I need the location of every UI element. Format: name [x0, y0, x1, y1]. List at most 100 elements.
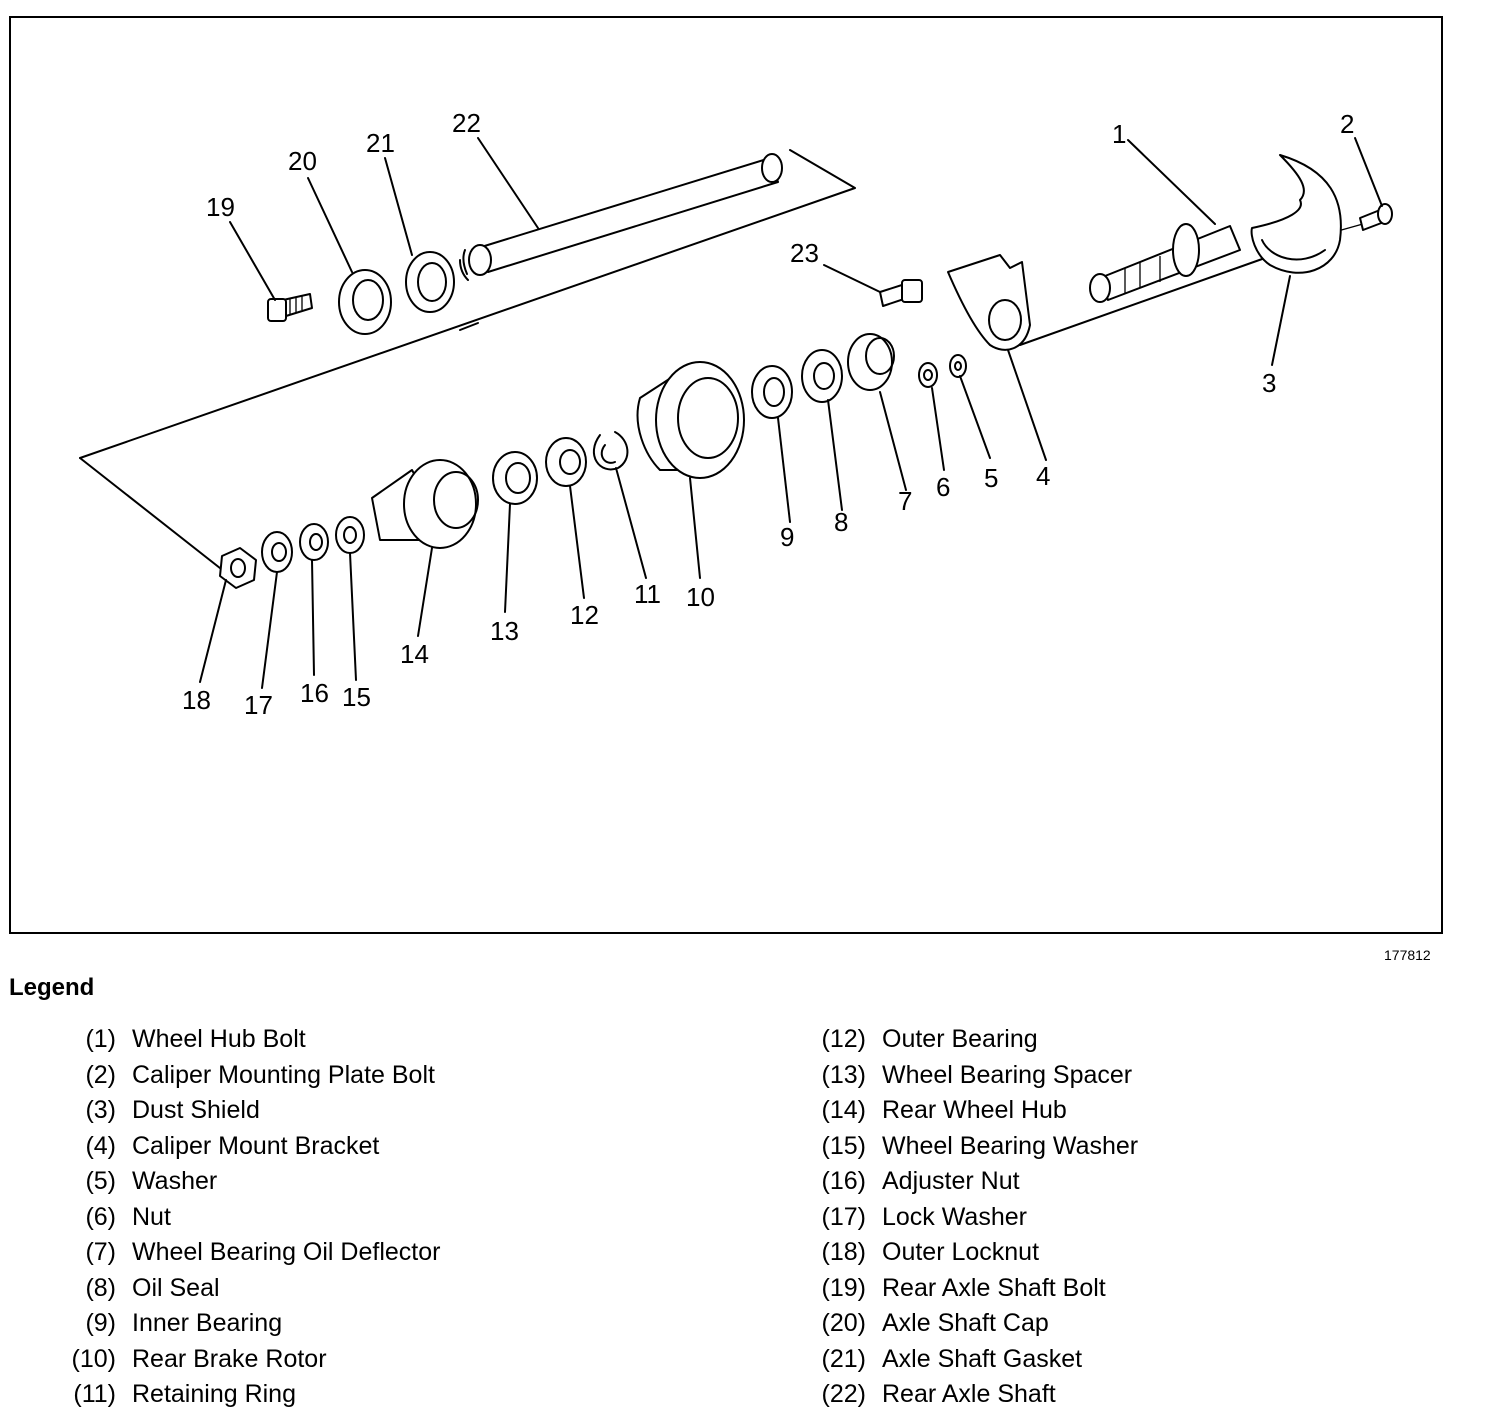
legend-column-right: (12)Outer Bearing(13)Wheel Bearing Space…	[806, 1022, 1139, 1413]
legend-item-number: (3)	[85, 1096, 116, 1125]
legend-item-label: Lock Washer	[882, 1202, 1027, 1231]
legend-item: (3) Dust Shield	[56, 1093, 440, 1129]
wheel-hub-bolt-part	[1089, 223, 1241, 303]
legend-item-label: Wheel Bearing Washer	[882, 1131, 1139, 1160]
legend-item-label: Dust Shield	[132, 1096, 260, 1125]
legend-item-number: (11)	[73, 1380, 116, 1409]
caliper-bolt-part	[879, 279, 923, 307]
legend-item-number: (8)	[85, 1273, 116, 1302]
nut-part	[918, 362, 938, 388]
legend-item: (22) Rear Axle Shaft	[806, 1377, 1138, 1413]
legend-item-number: (6)	[85, 1202, 116, 1231]
callout-10: 10	[686, 582, 715, 612]
legend-item: (11) Retaining Ring	[56, 1377, 440, 1413]
legend-item-number: (4)	[85, 1131, 116, 1160]
callout-5: 5	[984, 463, 998, 493]
legend-item: (18)Outer Locknut	[806, 1235, 1138, 1271]
caliper-mount-bracket-part	[947, 254, 1031, 351]
legend-item-number: (7)	[85, 1238, 116, 1267]
legend-item: (6)Nut	[56, 1200, 440, 1236]
legend-item-number: (22)	[821, 1380, 866, 1409]
legend-item: (9) Inner Bearing	[56, 1306, 440, 1342]
legend-item: (7)Wheel Bearing Oil Deflector	[56, 1235, 440, 1271]
legend-item: (8) Oil Seal	[56, 1271, 440, 1307]
legend-item: (5) Washer	[56, 1164, 440, 1200]
inner-bearing-part	[751, 365, 793, 419]
exploded-view-diagram: 1 2 3 4 5 6 7 8 9 10 11 12 13 14 15 16 1…	[79, 108, 1393, 720]
wheel-bearing-washer-part	[335, 516, 365, 554]
legend-item-number: (19)	[821, 1273, 866, 1302]
callout-11: 11	[634, 579, 661, 609]
legend-item: (16) Adjuster Nut	[806, 1164, 1138, 1200]
outer-locknut-part	[219, 547, 257, 589]
legend-item-label: Wheel Hub Bolt	[132, 1025, 306, 1054]
legend-item: (17)Lock Washer	[806, 1200, 1138, 1236]
legend-item-label: Rear Brake Rotor	[132, 1344, 327, 1373]
legend-heading: Legend	[9, 974, 95, 1001]
legend-item-number: (13)	[821, 1060, 866, 1089]
legend-item: (21)Axle Shaft Gasket	[806, 1342, 1138, 1378]
legend-item-label: Retaining Ring	[132, 1380, 296, 1409]
callout-14: 14	[400, 639, 429, 669]
callout-6: 6	[936, 472, 950, 502]
legend-item-number: (16)	[821, 1167, 866, 1196]
axle-shaft-gasket-part	[405, 251, 455, 313]
callout-17: 17	[244, 690, 273, 720]
legend-item-label: Inner Bearing	[132, 1309, 283, 1338]
legend-item: (10)Rear Brake Rotor	[56, 1342, 440, 1378]
legend-item: (2) Caliper Mounting Plate Bolt	[56, 1058, 440, 1094]
legend-item: (4) Caliper Mount Bracket	[56, 1129, 440, 1165]
legend-item: (19)Rear Axle Shaft Bolt	[806, 1271, 1138, 1307]
outer-bearing-part	[545, 437, 587, 487]
callout-7: 7	[898, 486, 912, 516]
callout-22: 22	[452, 108, 481, 138]
legend-item-label: Oil Seal	[132, 1273, 220, 1302]
legend-item-number: (2)	[85, 1060, 116, 1089]
callout-15: 15	[342, 682, 371, 712]
wheel-bearing-oil-deflector-part	[847, 333, 895, 391]
legend-item-number: (21)	[821, 1344, 866, 1373]
callout-13: 13	[490, 616, 519, 646]
axle-shaft-cap-part	[338, 269, 392, 335]
callout-8: 8	[834, 507, 848, 537]
legend-item: (20)Axle Shaft Cap	[806, 1306, 1138, 1342]
caliper-mounting-plate-bolt-part	[1359, 203, 1393, 231]
legend-item-label: Caliper Mount Bracket	[132, 1131, 380, 1160]
oil-seal-part	[801, 349, 843, 403]
assembly-guide-lines	[79, 149, 1371, 573]
legend-item-label: Outer Locknut	[882, 1238, 1040, 1267]
legend-item-label: Outer Bearing	[882, 1025, 1038, 1054]
legend-item-label: Rear Wheel Hub	[882, 1096, 1067, 1125]
dust-shield-part	[1250, 154, 1342, 274]
callout-1: 1	[1112, 119, 1126, 149]
callout-12: 12	[570, 600, 599, 630]
legend-item-label: Washer	[132, 1167, 218, 1196]
legend-item: (14) Rear Wheel Hub	[806, 1093, 1138, 1129]
legend-item-number: (14)	[821, 1096, 866, 1125]
legend-item-number: (12)	[821, 1025, 866, 1054]
callout-23: 23	[790, 238, 819, 268]
legend-item-label: Adjuster Nut	[882, 1167, 1020, 1196]
washer-part	[949, 354, 967, 378]
retaining-ring-part	[593, 431, 629, 471]
figure-id: 177812	[1384, 947, 1431, 963]
rear-axle-shaft-part	[459, 153, 783, 281]
legend-item-number: (1)	[85, 1025, 116, 1054]
diagram-frame	[9, 16, 1443, 934]
callout-3: 3	[1262, 368, 1276, 398]
legend-item-label: Rear Axle Shaft	[882, 1380, 1056, 1409]
rear-axle-shaft-bolt-part	[267, 293, 313, 322]
callout-18: 18	[182, 685, 211, 715]
rear-wheel-hub-part	[371, 459, 479, 549]
callout-20: 20	[288, 146, 317, 176]
callout-9: 9	[780, 522, 794, 552]
adjuster-nut-part	[299, 523, 329, 561]
rear-brake-rotor-part	[636, 361, 745, 479]
legend-item-number: (9)	[85, 1309, 116, 1338]
callout-16: 16	[300, 678, 329, 708]
legend-column-left: (1) Wheel Hub Bolt (2) Caliper Mounting Pla…	[56, 1022, 441, 1413]
legend-item: (12) Outer Bearing	[806, 1022, 1138, 1058]
legend-item-number: (5)	[85, 1167, 116, 1196]
legend-item-label: Axle Shaft Cap	[882, 1309, 1049, 1338]
legend-item-label: Caliper Mounting Plate Bolt	[132, 1060, 435, 1089]
